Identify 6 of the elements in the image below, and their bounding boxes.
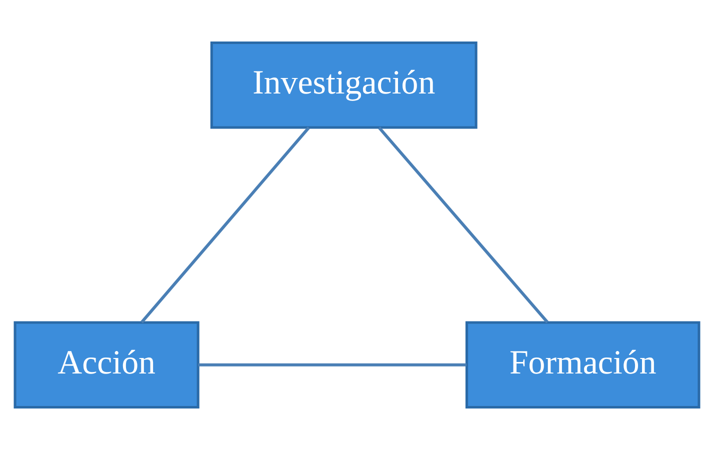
connector (140, 126, 310, 323)
node-box: Formación (465, 320, 700, 408)
connector (378, 126, 549, 323)
node-box: Investigación (210, 41, 478, 128)
node-box: Acción (14, 320, 200, 408)
connector (198, 362, 466, 366)
